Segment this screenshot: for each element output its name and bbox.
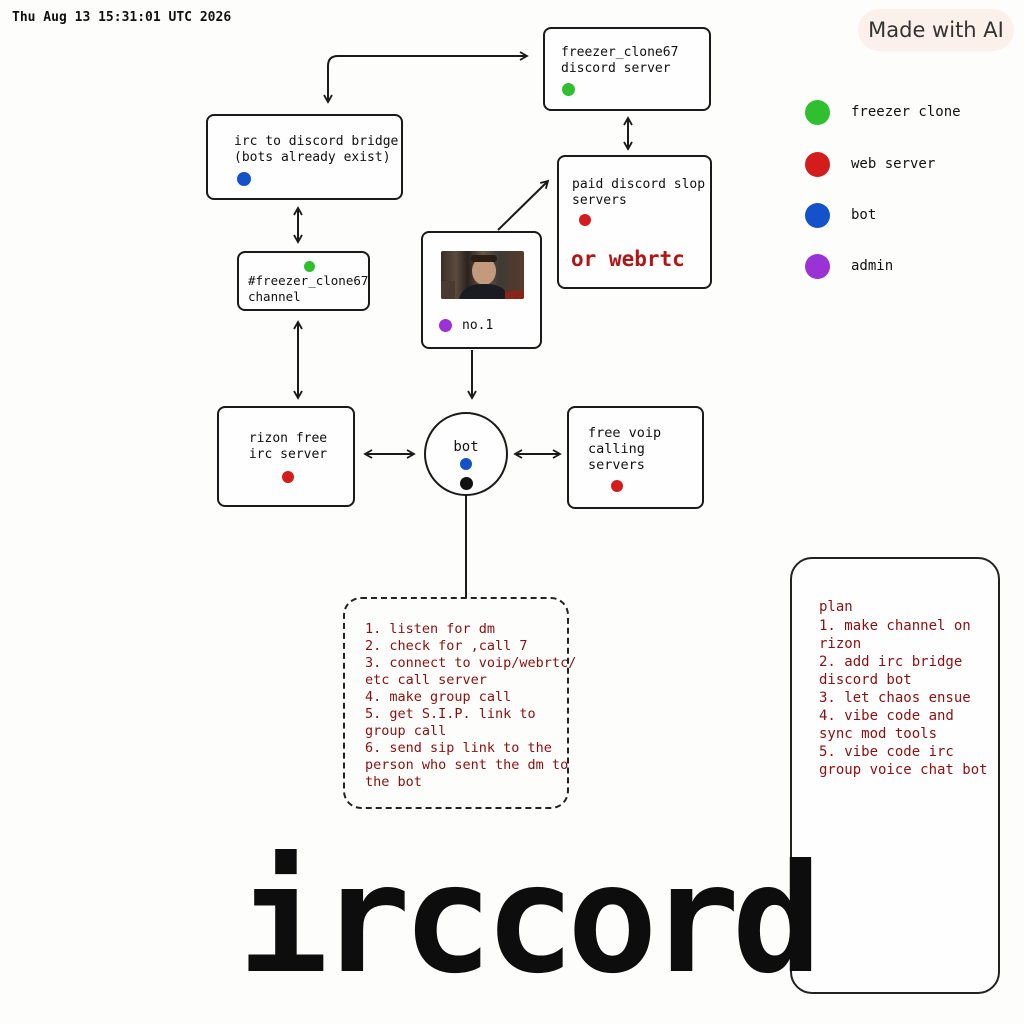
plan-box: plan 1. make channel on rizon 2. add irc… — [790, 557, 1000, 994]
purple-dot — [439, 319, 452, 332]
bot-step: 6. send sip link to the person who sent … — [365, 740, 569, 790]
node-paid-servers: paid discord slop servers or webrtc — [557, 155, 712, 289]
node-rizon: rizon free irc server — [217, 406, 355, 507]
green-dot — [304, 261, 315, 272]
red-dot — [611, 480, 623, 492]
node-channel-label: #freezer_clone67 channel — [248, 273, 369, 304]
node-paid-servers-alt: or webrtc — [571, 247, 685, 271]
node-bot-label: bot — [453, 439, 479, 455]
green-dot — [805, 100, 830, 125]
red-dot — [282, 471, 294, 483]
node-paid-servers-label: paid discord slop servers — [572, 177, 706, 208]
blue-dot — [805, 203, 830, 228]
person-photo-icon — [441, 255, 524, 299]
node-admin: no.1 — [421, 231, 542, 349]
node-discord-server-label: freezer_clone67 discord server — [561, 45, 679, 76]
red-dot — [579, 214, 591, 226]
legend-label: web server — [851, 156, 936, 172]
plan-item: 1. make channel on rizon — [819, 618, 971, 652]
plan-item: 5. vibe code irc group voice chat bot — [819, 744, 988, 778]
node-channel: #freezer_clone67 channel — [237, 251, 370, 311]
timestamp: Thu Aug 13 15:31:01 UTC 2026 — [12, 10, 232, 25]
plan-item: 4. vibe code and sync mod tools — [819, 708, 954, 742]
made-with-ai-badge: Made with AI — [858, 9, 1014, 51]
bot-step: 1. listen for dm — [365, 621, 496, 637]
node-admin-label: no.1 — [462, 318, 494, 333]
node-voip-label: free voip calling servers — [588, 425, 662, 473]
node-irc-bridge-label: irc to discord bridge (bots already exis… — [234, 134, 399, 165]
admin-photo — [441, 251, 524, 299]
connector-dot — [460, 477, 473, 490]
bot-steps-box: 1. listen for dm 2. check for ,call 7 3.… — [343, 597, 576, 809]
bot-steps-list: 1. listen for dm 2. check for ,call 7 3.… — [365, 621, 580, 791]
node-voip: free voip calling servers — [567, 406, 704, 509]
blue-dot — [460, 458, 472, 470]
bot-step: 2. check for ,call 7 — [365, 638, 528, 654]
bot-step: 3. connect to voip/webrtc/ etc call serv… — [365, 655, 577, 688]
purple-dot — [805, 254, 830, 279]
green-dot — [562, 83, 575, 96]
blue-dot — [237, 172, 251, 186]
legend-label: admin — [851, 258, 894, 274]
node-rizon-label: rizon free irc server — [248, 431, 328, 462]
plan-list: 1. make channel on rizon 2. add irc brid… — [819, 617, 994, 779]
arrow-bridge-discord — [323, 51, 529, 104]
plan-item: 2. add irc bridge discord bot — [819, 654, 963, 688]
node-irc-bridge: irc to discord bridge (bots already exis… — [206, 114, 403, 200]
node-bot: bot — [424, 412, 508, 496]
bot-step: 5. get S.I.P. link to group call — [365, 706, 536, 739]
plan-title: plan — [819, 599, 853, 615]
bot-step: 4. make group call — [365, 689, 512, 705]
red-dot — [805, 152, 830, 177]
legend-label: bot — [851, 207, 877, 223]
big-title: irccord — [238, 833, 822, 1007]
plan-item: 3. let chaos ensue — [819, 690, 971, 706]
arrow-admin-paid — [497, 179, 550, 231]
node-discord-server: freezer_clone67 discord server — [543, 27, 711, 111]
legend-label: freezer clone — [851, 104, 961, 120]
